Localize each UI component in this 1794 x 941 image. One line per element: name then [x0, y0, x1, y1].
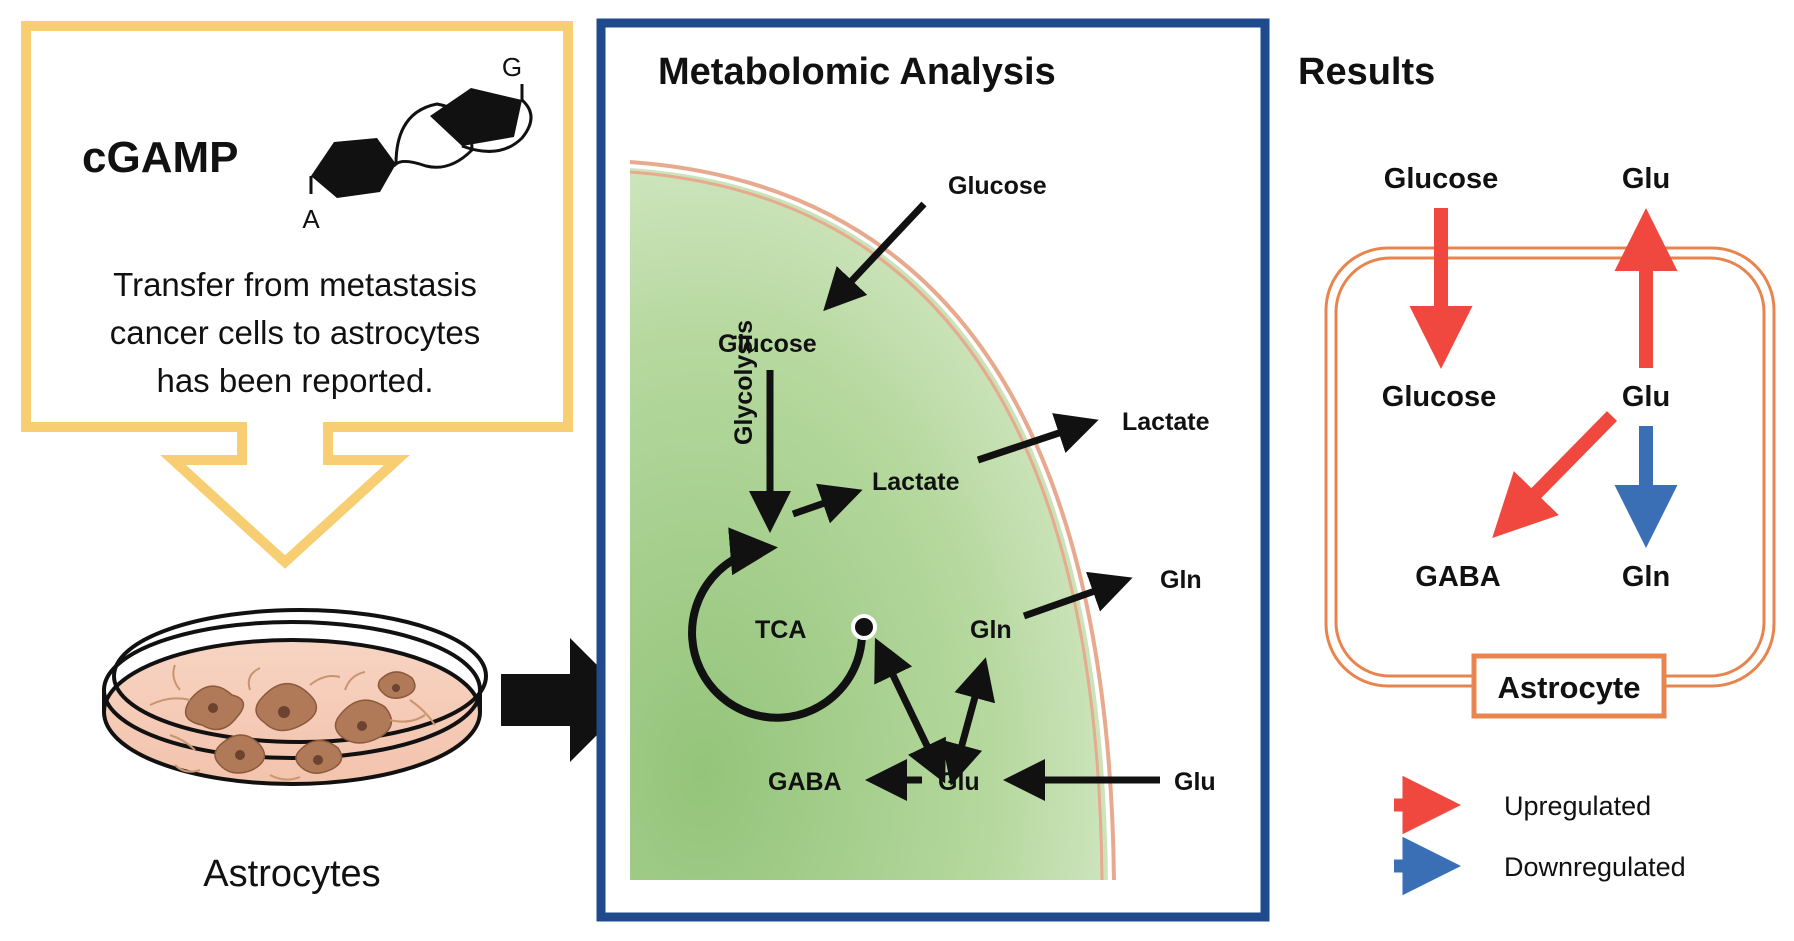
- glu-extracellular: Glu: [1174, 768, 1216, 796]
- cgamp-label-g: G: [502, 52, 522, 82]
- metabolomic-title: Metabolomic Analysis: [658, 51, 1056, 93]
- glu-to-gaba-arrow: [1492, 411, 1617, 538]
- legend-downregulated-label: Downregulated: [1504, 852, 1686, 882]
- lactate-extracellular: Lactate: [1122, 408, 1210, 436]
- glucose-extracellular: Glucose: [948, 172, 1047, 200]
- petri-dish-icon: [102, 608, 488, 786]
- astrocytes-label: Astrocytes: [203, 853, 380, 895]
- middle-panel: Metabolomic Analysis Glucose Glucose Gly…: [596, 18, 1270, 922]
- cgamp-description-line-3: has been reported.: [156, 362, 433, 399]
- cgamp-description-line-2: cancer cells to astrocytes: [110, 314, 480, 351]
- glucose-intracellular: Glucose: [718, 330, 817, 358]
- cgamp-title: cGAMP: [82, 133, 238, 182]
- lactate-intracellular: Lactate: [872, 468, 960, 496]
- gaba-intracellular: GABA: [768, 768, 842, 796]
- result-gaba: GABA: [1415, 561, 1500, 593]
- right-panel: Results Astrocyte Glucose Glu Glucose Gl…: [1298, 51, 1776, 896]
- glycolysis-label: Glycolysis: [730, 320, 758, 445]
- result-glucose-inside: Glucose: [1382, 381, 1496, 413]
- tca-cycle-loop: [688, 527, 867, 722]
- result-gln: Gln: [1622, 561, 1670, 593]
- astrocyte-label-box: [1471, 653, 1667, 719]
- legend: Upregulated Downregulated: [1394, 775, 1686, 896]
- pathway-arrows: [749, 201, 1160, 801]
- cell-membrane: [629, 160, 1116, 881]
- cgamp-label-a: A: [302, 204, 320, 234]
- left-panel: cGAMP G A Transfer from metastasis cance…: [21, 21, 632, 895]
- cgamp-description-line-1: Transfer from metastasis: [113, 266, 477, 303]
- cgamp-structure-icon: [309, 84, 533, 198]
- gln-extracellular: Gln: [1160, 566, 1202, 594]
- gln-intracellular: Gln: [970, 616, 1012, 644]
- results-title: Results: [1298, 51, 1435, 93]
- result-glucose-outside: Glucose: [1384, 163, 1498, 195]
- result-glu-outside: Glu: [1622, 163, 1670, 195]
- glu-intracellular: Glu: [938, 768, 980, 796]
- tca-label: TCA: [755, 616, 806, 644]
- astrocyte-outline: [1324, 246, 1776, 688]
- tca-node-icon: [851, 614, 877, 640]
- astrocyte-label: Astrocyte: [1498, 670, 1641, 705]
- legend-upregulated-label: Upregulated: [1504, 791, 1651, 821]
- result-glu-inside: Glu: [1622, 381, 1670, 413]
